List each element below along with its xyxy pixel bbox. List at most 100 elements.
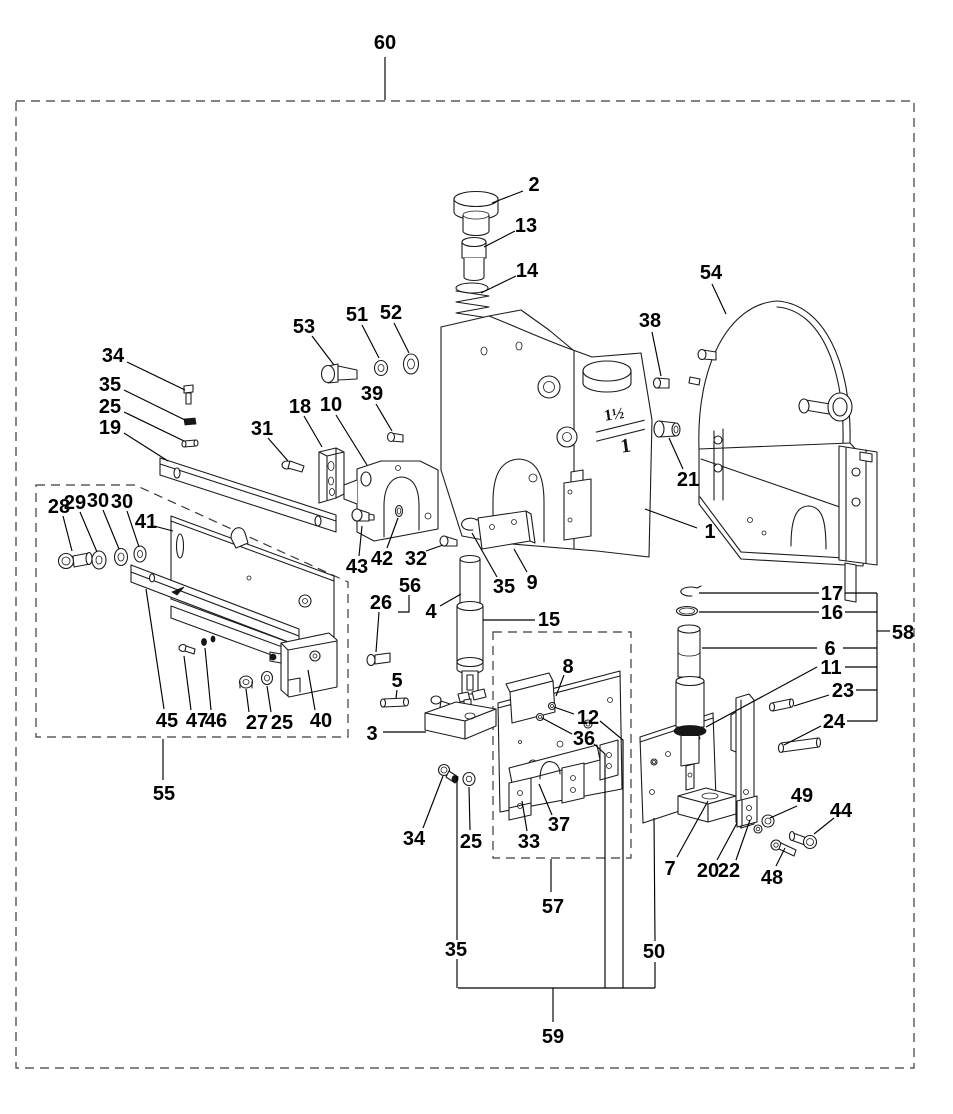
- bolt-part-48: [770, 839, 797, 857]
- leader-line-12: [553, 706, 575, 715]
- bracket-part-8: [505, 672, 557, 724]
- leader-line-11: [705, 666, 818, 728]
- callout-35: 35: [99, 374, 121, 396]
- washer-part-52: [402, 353, 420, 375]
- screw-part-47: [178, 643, 196, 655]
- callout-17: 17: [821, 583, 843, 605]
- leader-line-1: [644, 508, 698, 529]
- callout-1: 1: [704, 521, 715, 543]
- bolt-part-44: [788, 830, 818, 850]
- leader-line-48: [775, 847, 786, 867]
- leader-line-31: [267, 437, 289, 462]
- pin-part-23: [768, 698, 795, 712]
- capacity-marking: 1½ 1: [595, 405, 645, 458]
- leader-line-42: [386, 517, 399, 549]
- leader-line-25: [468, 786, 471, 831]
- leader-line-44: [813, 817, 835, 835]
- blade-guard-part-54: [688, 300, 878, 603]
- leader-line-14: [480, 275, 517, 294]
- nut-part-27: [238, 675, 254, 689]
- callout-37: 37: [548, 814, 570, 836]
- callout-39: 39: [361, 383, 383, 405]
- callout-20: 20: [697, 860, 719, 882]
- callout-31: 31: [251, 418, 273, 440]
- clip-part-17: [680, 585, 702, 597]
- callout-23: 23: [832, 680, 854, 702]
- callout-30: 30: [111, 491, 133, 513]
- leader-line-50: [653, 817, 656, 942]
- leader-line-13: [483, 230, 516, 248]
- callout-11: 11: [820, 657, 841, 679]
- callout-58: 58: [892, 622, 914, 644]
- latch-part-40: [269, 632, 338, 698]
- pin-part-25: [181, 439, 199, 448]
- leader-line-8: [555, 674, 565, 697]
- leader-line-36: [593, 743, 606, 988]
- screw-part-34: [183, 384, 194, 405]
- nut-part-51: [373, 359, 389, 377]
- bolt-part-26: [366, 652, 391, 667]
- spacer-part-13: [461, 236, 487, 282]
- callout-57: 57: [542, 896, 564, 918]
- callout-18: 18: [289, 396, 311, 418]
- washer-part-25b: [260, 670, 274, 686]
- callout-25: 25: [460, 831, 482, 853]
- callout-2: 2: [528, 174, 539, 196]
- callout-34: 34: [403, 828, 426, 850]
- callout-25: 25: [99, 396, 121, 418]
- leader-line-35: [123, 389, 186, 421]
- leader-line-39: [375, 403, 393, 432]
- callout-13: 13: [515, 215, 537, 237]
- pins-part-46: [201, 635, 216, 646]
- block-part-3: [424, 695, 497, 740]
- callout-15: 15: [538, 609, 560, 631]
- bolt-part-39: [386, 431, 404, 443]
- callout-51: 51: [346, 304, 368, 326]
- leader-line-53: [311, 335, 335, 366]
- callout-21: 21: [677, 469, 699, 491]
- leader-line-19: [123, 432, 169, 462]
- leader-line-37: [538, 783, 553, 816]
- leader-line-25: [266, 685, 272, 713]
- callout-47: 47: [186, 710, 208, 732]
- leader-line-33: [521, 800, 528, 832]
- callout-33: 33: [518, 831, 540, 853]
- callout-27: 27: [246, 712, 268, 734]
- leader-line-27: [245, 688, 250, 713]
- leader-line-41: [153, 525, 174, 532]
- center-plate-assembly: [497, 670, 623, 821]
- callout-44: 44: [830, 800, 853, 822]
- leader-line-34: [126, 361, 186, 391]
- callout-28: 28: [48, 496, 70, 518]
- leader-line-30: [102, 509, 120, 550]
- callout-38: 38: [639, 310, 661, 332]
- callout-40: 40: [310, 710, 332, 732]
- nut-part-25c: [462, 771, 476, 787]
- callout-9: 9: [526, 572, 537, 594]
- callout-34: 34: [102, 345, 125, 367]
- leader-line-18: [303, 415, 323, 448]
- group-boundary-outer_assembly_60: [15, 100, 915, 1069]
- leader-line-35: [471, 532, 498, 578]
- bolt-part-34b: [437, 763, 459, 784]
- bracket-part-10: [343, 460, 439, 542]
- bolt-part-28: [57, 551, 93, 570]
- washer-part-30b: [133, 545, 147, 563]
- leader-line-5: [395, 689, 398, 699]
- rod-part-24: [777, 737, 822, 754]
- callout-22: 22: [718, 860, 740, 882]
- group-boundary-center_group_57: [492, 631, 632, 859]
- leader-line-23: [793, 694, 830, 707]
- leader-line-20: [716, 822, 738, 861]
- leader-line-46: [204, 647, 212, 711]
- leader-lines-layer: [62, 57, 890, 1022]
- leader-line-12: [599, 720, 624, 988]
- spring-part-14: [455, 282, 490, 334]
- leader-line-4: [439, 593, 462, 607]
- callout-54: 54: [700, 262, 723, 284]
- group-boxes-layer: [15, 100, 915, 1069]
- callout-32: 32: [405, 548, 427, 570]
- leader-line-22: [735, 819, 751, 861]
- leader-line-38: [651, 331, 662, 377]
- callout-55: 55: [153, 783, 175, 805]
